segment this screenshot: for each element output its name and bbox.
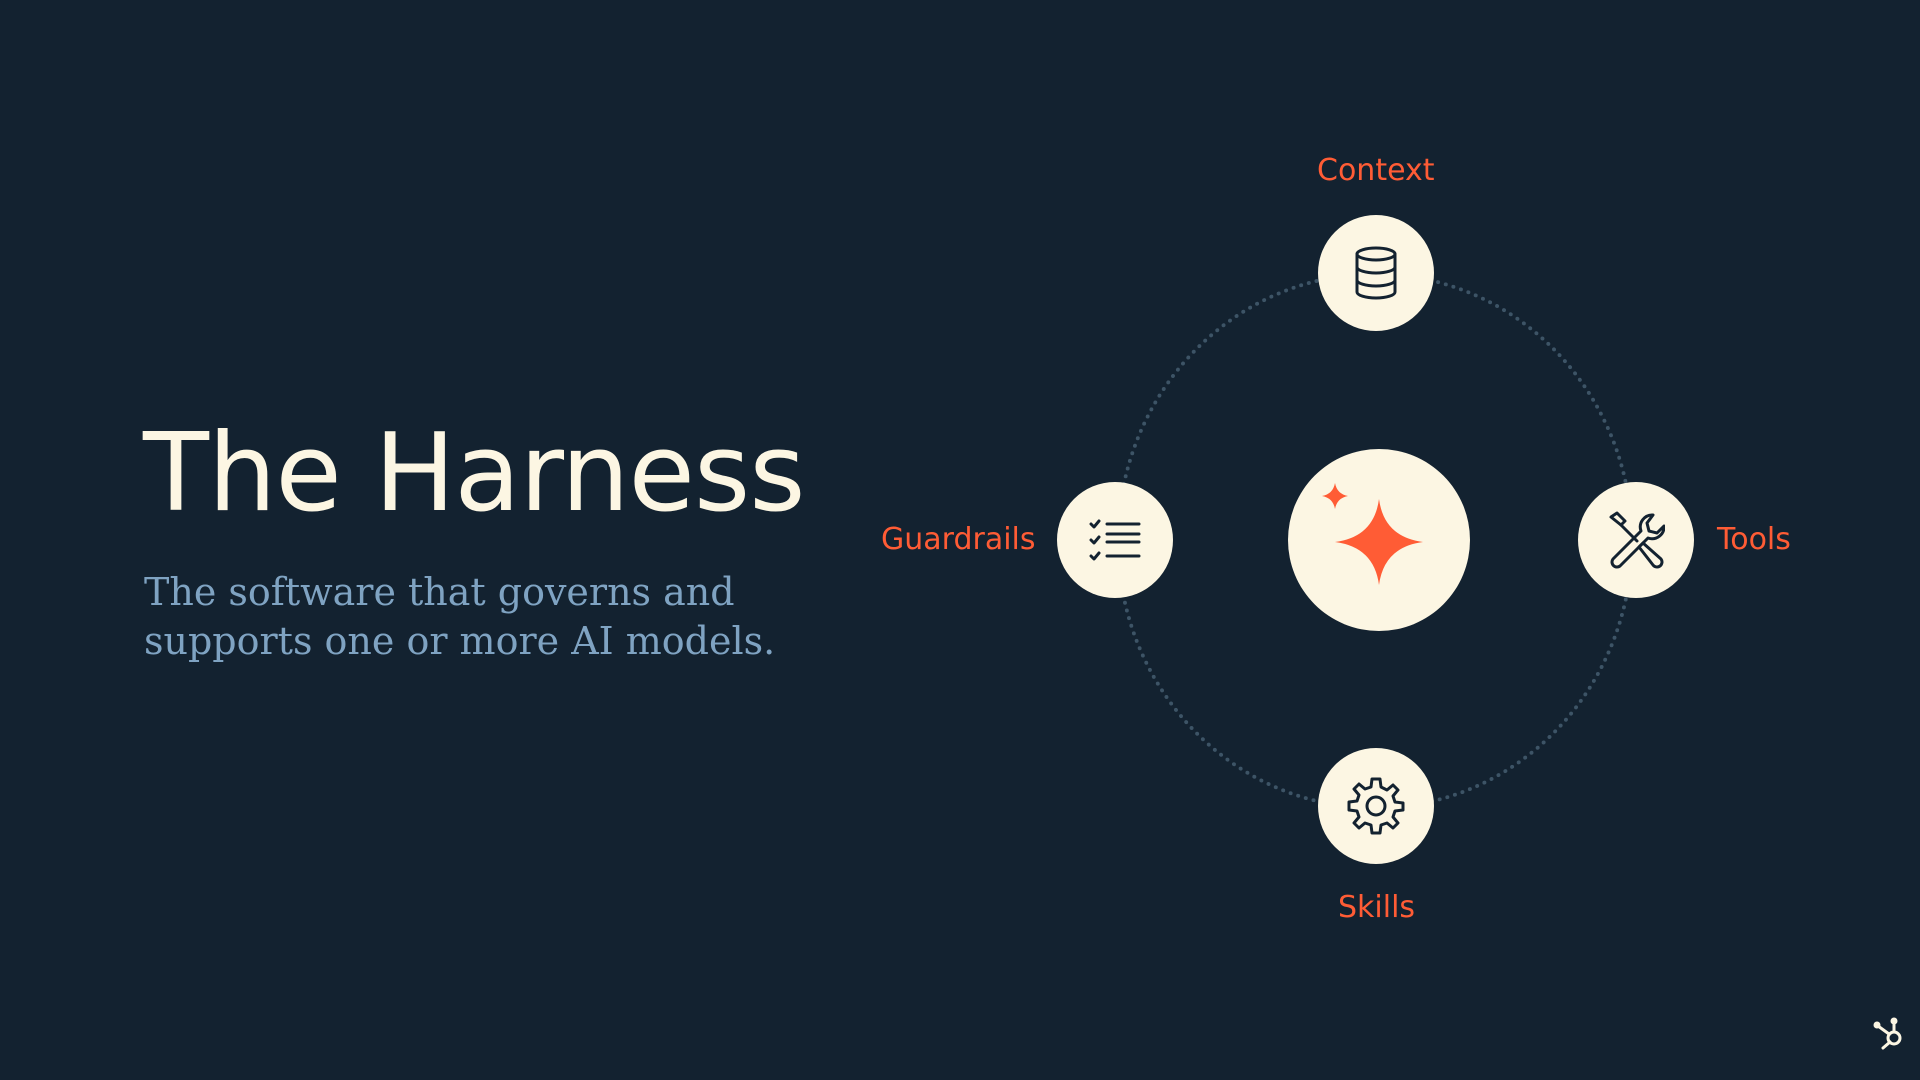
- gear-icon: [1347, 777, 1405, 835]
- slide-subtitle: The software that governs and supports o…: [144, 568, 844, 666]
- skills-label: Skills: [1338, 890, 1416, 925]
- checklist-icon: [1089, 519, 1141, 561]
- subtitle-line: The software that governs and: [144, 570, 735, 614]
- slide-title: The Harness: [143, 411, 806, 536]
- context-node: [1318, 215, 1434, 331]
- database-icon: [1355, 246, 1397, 300]
- tools-node: [1578, 482, 1694, 598]
- guardrails-node: [1057, 482, 1173, 598]
- subtitle-line: supports one or more AI models.: [144, 619, 776, 663]
- tools-icon: [1609, 511, 1665, 569]
- guardrails-label: Guardrails: [881, 522, 1036, 557]
- sparkle-icon: [1322, 483, 1423, 585]
- context-label: Context: [1317, 153, 1435, 188]
- hubspot-sprocket-icon: [1873, 1017, 1902, 1050]
- ai-model-node: [1288, 449, 1470, 631]
- skills-node: [1318, 748, 1434, 864]
- tools-label: Tools: [1717, 522, 1791, 557]
